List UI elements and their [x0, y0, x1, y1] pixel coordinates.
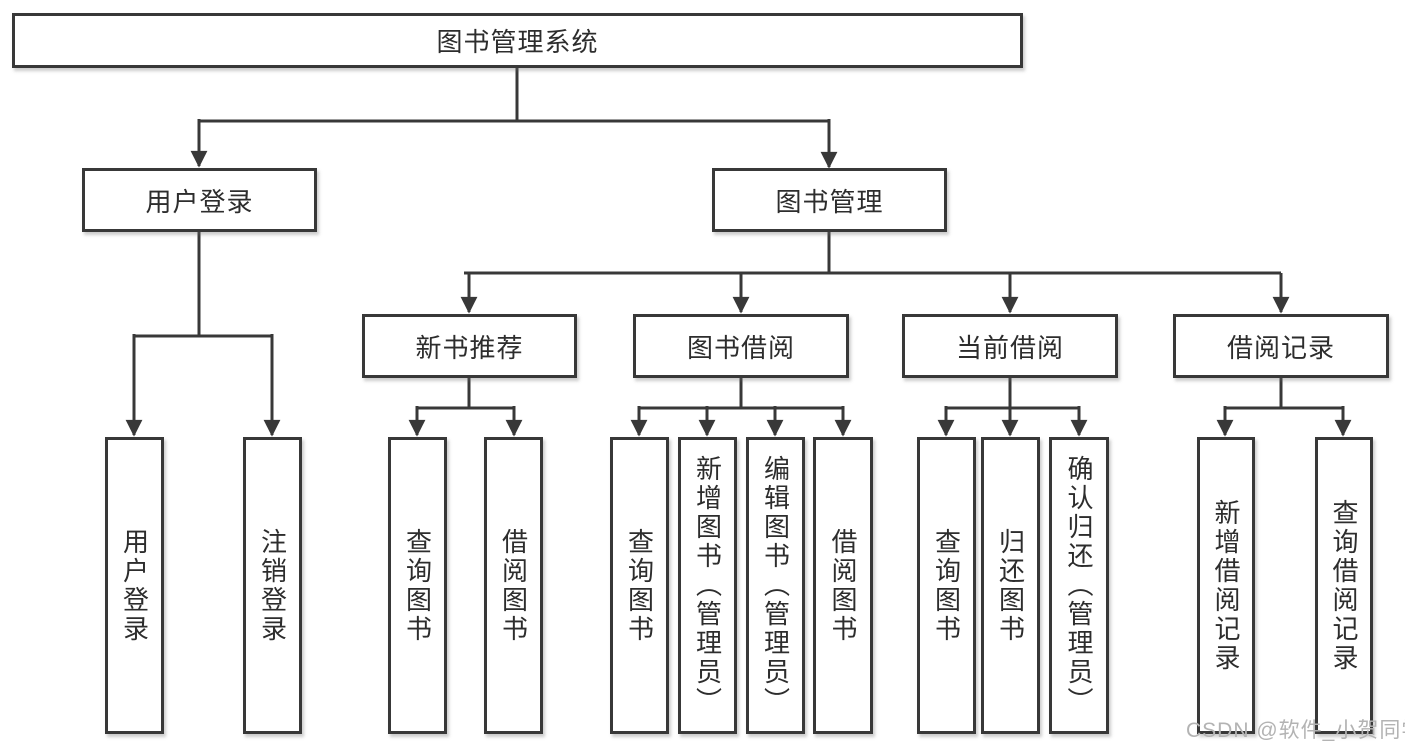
node-borrowing-records: 借阅记录: [1173, 314, 1389, 378]
leaf-add-book-admin: 新增图书（管理员）: [678, 437, 737, 734]
leaf-borrow-books-recommendation: 借阅图书: [484, 437, 543, 734]
node-user-login: 用户登录: [82, 168, 317, 232]
leaf-logout: 注销登录: [243, 437, 302, 734]
leaf-query-books-current: 查询图书: [917, 437, 976, 734]
leaf-query-borrow-record: 查询借阅记录: [1315, 437, 1373, 734]
node-book-borrowing: 图书借阅: [633, 314, 849, 378]
leaf-edit-book-admin: 编辑图书（管理员）: [746, 437, 805, 734]
node-current-borrowing: 当前借阅: [902, 314, 1118, 378]
leaf-query-books-borrowing: 查询图书: [610, 437, 669, 734]
leaf-return-books: 归还图书: [981, 437, 1040, 734]
leaf-confirm-return-admin: 确认归还（管理员）: [1049, 437, 1109, 734]
node-root-library-management-system: 图书管理系统: [12, 13, 1023, 68]
leaf-add-borrow-record: 新增借阅记录: [1197, 437, 1255, 734]
csdn-watermark: CSDN @软件_小贺同学: [1186, 719, 1405, 742]
leaf-user-login: 用户登录: [105, 437, 164, 734]
node-book-management: 图书管理: [712, 168, 947, 232]
leaf-borrow-books: 借阅图书: [813, 437, 873, 734]
leaf-query-books-recommendation: 查询图书: [388, 437, 447, 734]
node-new-book-recommendation: 新书推荐: [362, 314, 577, 378]
